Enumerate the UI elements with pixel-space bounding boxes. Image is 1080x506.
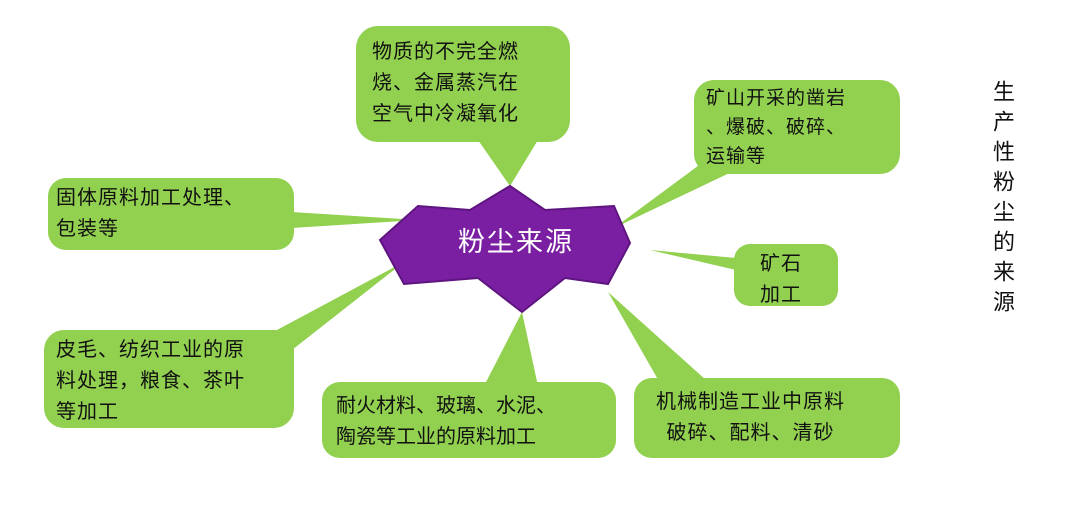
- bubble-refractory: [322, 382, 616, 458]
- pointer-combustion: [478, 140, 538, 186]
- bubble-combustion: [356, 26, 570, 142]
- source-solid-processing-text: 固体原料加工处理、 包装等: [56, 185, 245, 240]
- source-refractory-text: 耐火材料、玻璃、水泥、 陶瓷等工业的原料加工: [336, 393, 556, 448]
- source-combustion-text: 物质的不完全燃 烧、金属蒸汽在 空气中冷凝氧化: [372, 39, 519, 125]
- source-fur-textile-text: 皮毛、纺织工业的原 料处理，粮食、茶叶 等加工: [56, 337, 245, 423]
- bubble-fur-textile: [44, 330, 294, 428]
- pointer-ore: [650, 250, 736, 270]
- source-mining-text: 矿山开采的凿岩 、爆破、破碎、 运输等: [706, 87, 847, 167]
- bubble-mining: [694, 80, 900, 174]
- source-ore-text: 矿石 加工: [760, 251, 802, 306]
- center-star: [378, 184, 632, 314]
- pointer-solid-processing: [292, 212, 418, 228]
- pointer-refractory: [484, 312, 538, 386]
- pointer-machinery: [608, 292, 706, 390]
- bubble-ore: [734, 244, 838, 306]
- side-title: 生产性粉尘的来源: [989, 80, 1014, 320]
- center-label: 粉尘来源: [458, 227, 574, 258]
- source-machinery-text: 机械制造工业中原料 破碎、配料、清砂: [656, 389, 845, 444]
- pointer-fur-textile: [262, 262, 404, 350]
- pointer-mining: [614, 160, 740, 228]
- bubble-solid-processing: [48, 178, 294, 250]
- bubble-machinery: [634, 378, 900, 458]
